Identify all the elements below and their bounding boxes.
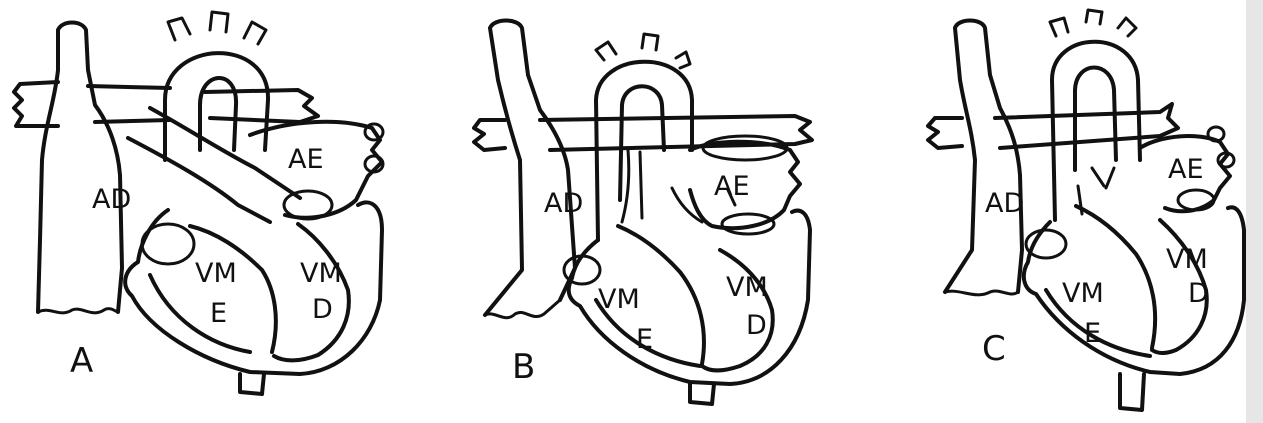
panel-a-mitral-valve [284,191,332,219]
panel-b-ventricle-lower [596,300,714,404]
panel-a-atrium-floor [38,309,118,313]
panel-b-atrium-top [703,136,787,160]
panel-c: AD AE VM E VM D C [928,10,1244,410]
scan-edge-shade [1246,0,1263,423]
panel-a-label-left-ventricle-1: VM [195,258,237,289]
panel-c-vena-cava [945,21,1022,293]
panel-b-vena-cava [485,21,575,316]
panel-b-label-left-ventricle-2: E [636,324,653,355]
panel-b-caption: B [512,347,535,387]
panel-c-label-left-ventricle-1: VM [1062,278,1104,309]
panel-c-label-left-ventricle-2: E [1084,318,1101,349]
panel-c-caption: C [982,329,1006,369]
panel-a-crossing-vessel [128,108,300,222]
panel-a-caption: A [70,341,93,381]
panel-c-aortic-arch [1052,42,1140,220]
panel-a-label-right-ventricle-1: VM [300,258,342,289]
panel-b-pulmonary-branch-left [474,120,505,150]
panel-a-label-left-ventricle-2: E [210,298,227,329]
panel-a-pulmonary-branch-right [205,90,318,122]
panel-c-label-right-ventricle-2: D [1188,278,1209,309]
panel-b-label-right-ventricle-2: D [746,310,767,341]
panel-a-tricuspid-valve [142,224,194,264]
panel-b-tricuspid-valve [564,256,600,284]
panel-c-label-right-ventricle-1: VM [1166,244,1208,275]
panel-a-aorta-branches [168,12,266,44]
panel-c-atrium-floor [945,291,1018,295]
panel-b-label-right-atrium: AD [544,188,583,219]
panel-a: AD AE VM E VM D A [14,12,383,394]
panel-a-label-right-atrium: AD [92,184,131,215]
panel-a-label-right-ventricle-2: D [312,294,333,325]
panel-c-pulmonary-branch-left [928,118,962,148]
panel-b-label-left-atrium: AE [714,171,750,202]
panel-c-mitral-valve [1178,190,1214,210]
panel-b-aortic-arch [596,62,692,240]
panel-b-label-left-ventricle-1: VM [598,284,640,315]
panel-c-label-left-atrium: AE [1168,154,1204,185]
panel-b-label-right-ventricle-1: VM [726,272,768,303]
panel-a-label-left-atrium: AE [288,144,324,175]
panel-c-aorta-branches [1050,10,1136,36]
panel-a-aortic-arch [165,53,268,160]
panel-b: AD AE VM E VM D B [474,21,812,405]
panel-a-ventricle-outer [125,202,382,374]
panel-c-label-right-atrium: AD [985,188,1024,219]
panel-a-vena-cava [38,23,122,313]
panel-c-valve-cusps [1078,168,1114,214]
